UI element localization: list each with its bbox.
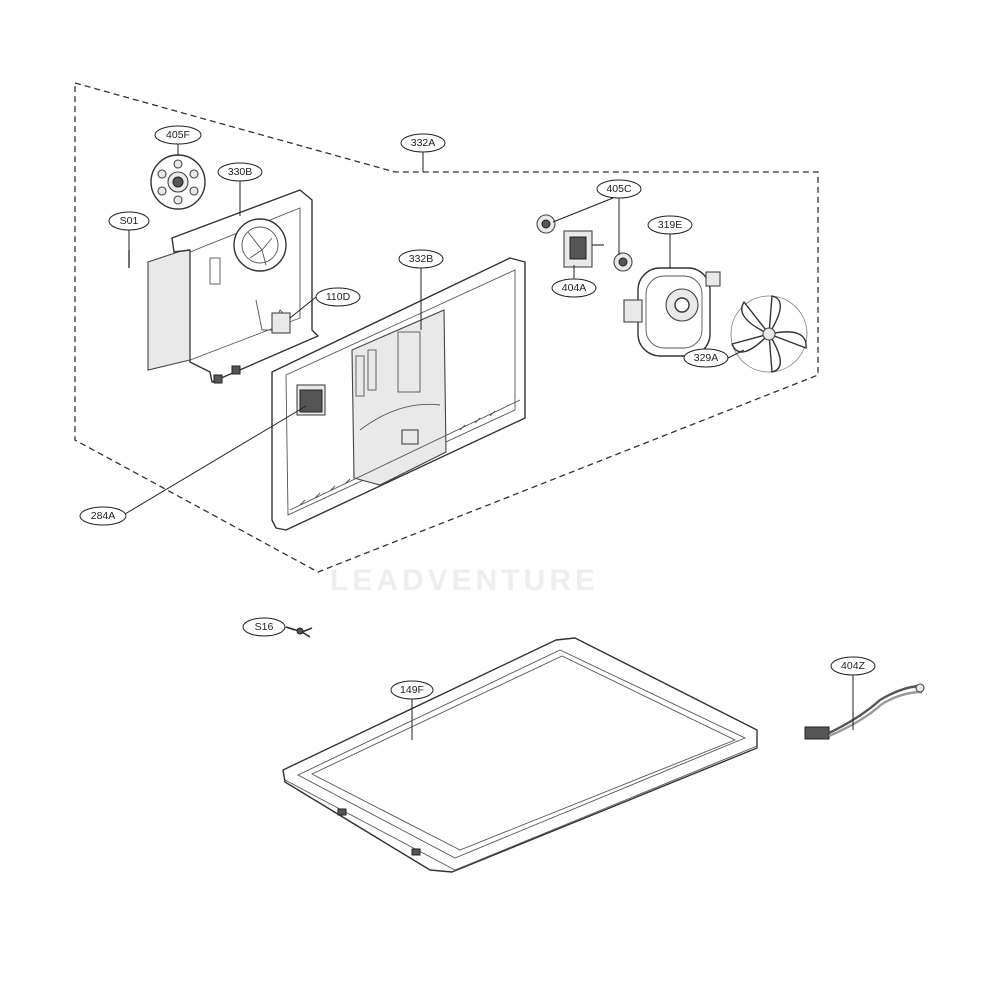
- svg-text:404Z: 404Z: [841, 660, 866, 672]
- callout-S16: S16: [242, 617, 286, 637]
- part-404Z-wire-harness: [804, 683, 925, 740]
- svg-text:332A: 332A: [411, 137, 436, 149]
- part-149F-shelf: [282, 637, 758, 873]
- svg-text:332B: 332B: [409, 253, 434, 265]
- svg-text:110D: 110D: [326, 291, 351, 303]
- callout-405F: 405F: [154, 125, 202, 145]
- callout-319E: 319E: [647, 215, 693, 235]
- part-332B-cover-panel: [271, 257, 526, 531]
- watermark: LEADVENTURE: [330, 564, 599, 597]
- callout-404Z: 404Z: [830, 656, 876, 676]
- svg-text:405F: 405F: [166, 129, 190, 141]
- svg-text:330B: 330B: [228, 166, 253, 178]
- part-330B-fan-bracket: [147, 189, 319, 384]
- callout-329A: 329A: [683, 348, 729, 368]
- part-404A-motor: [563, 230, 604, 268]
- svg-text:405C: 405C: [606, 183, 632, 195]
- part-405C-grommets: [536, 214, 633, 272]
- svg-text:404A: 404A: [562, 282, 587, 294]
- callout-405C: 405C: [596, 179, 642, 199]
- assembly-boundary: [74, 82, 819, 573]
- part-329A-fan-blade: [730, 295, 808, 373]
- leader-lines: [124, 144, 854, 740]
- callout-332A: 332A: [400, 133, 446, 153]
- callout-404A: 404A: [551, 278, 597, 298]
- svg-text:329A: 329A: [694, 352, 719, 364]
- callout-330B: 330B: [217, 162, 263, 182]
- callout-284A: 284A: [79, 506, 127, 526]
- callout-332B: 332B: [398, 249, 444, 269]
- callout-S01: S01: [108, 211, 150, 231]
- part-319E-fan-shroud: [623, 267, 721, 357]
- svg-text:149F: 149F: [400, 684, 424, 696]
- callout-110D: 110D: [315, 287, 361, 307]
- part-405F-wheel: [150, 154, 206, 210]
- callout-149F: 149F: [390, 680, 434, 700]
- svg-text:S01: S01: [120, 215, 139, 227]
- svg-text:S16: S16: [255, 621, 274, 633]
- svg-text:319E: 319E: [658, 219, 683, 231]
- svg-text:284A: 284A: [91, 510, 116, 522]
